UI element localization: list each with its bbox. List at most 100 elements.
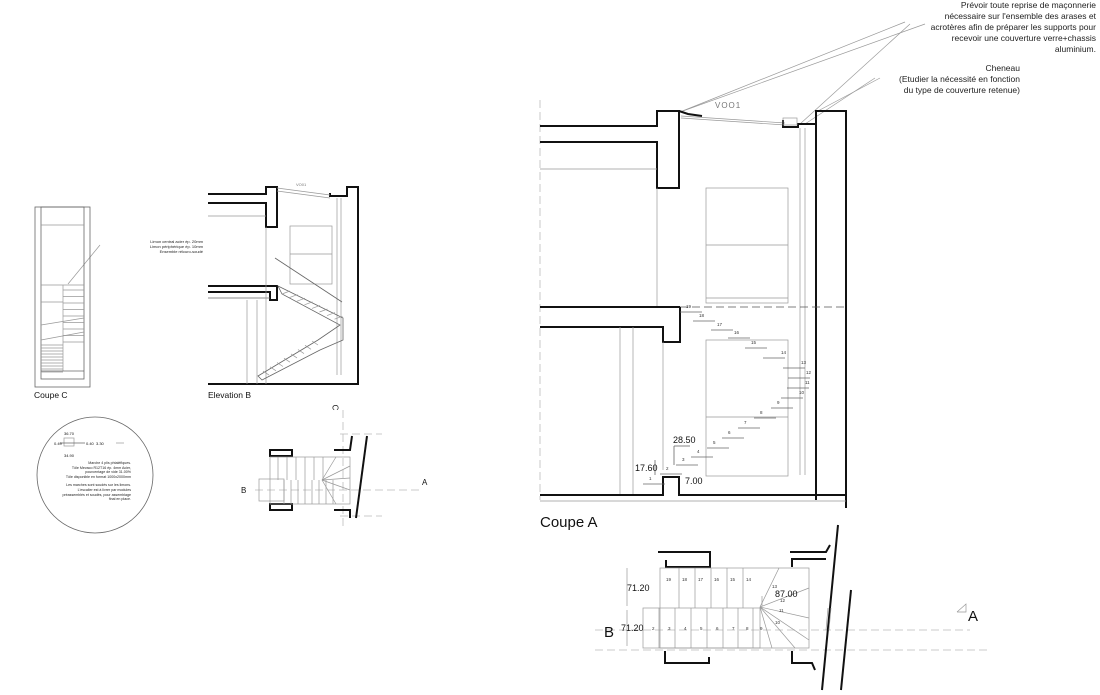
step-number: 7 [744,420,747,425]
note-line: recevoir une couverture verre+chassis [951,33,1096,43]
step-number: 19 [686,304,692,309]
note-line: préassemblés et soudés, pour assemblage [62,492,131,497]
section-mark-b-small: B [241,486,247,495]
riser-dim: 17.60 [635,463,658,473]
step-number: 11 [779,608,784,613]
section-mark-c-small: C [330,404,340,411]
step-number: 7 [732,626,735,631]
stair-tread [311,305,321,309]
step-number: 10 [799,390,805,395]
stair-tread [326,312,336,316]
note-line: Les marches sont soudés sur les limons. [66,483,131,488]
step-number: 4 [697,449,700,454]
stair-tread [334,315,343,320]
step-number: 17 [717,322,723,327]
step-number: 13 [801,360,807,365]
detail-dim-mid: 0.40 [86,441,94,446]
step-number: 12 [780,598,786,603]
coupe-c-drawing [34,206,91,388]
elevation-b-title: Elevation B [208,390,251,400]
detail-circle [36,416,154,534]
coupe-a-title: Coupe A [540,514,598,531]
note-line: Limon central acier ép. 20mm [150,239,203,244]
step-number: 6 [728,430,731,435]
step-number: 16 [714,577,720,582]
stair-tread [319,308,328,313]
stair-tread [311,340,319,346]
elevation-b-drawing [208,186,359,385]
plan-landing-dim: 87.00 [775,589,798,599]
masonry-note: Prévoir toute reprise de maçonnerie néce… [880,0,1096,55]
stair-tread [297,349,305,354]
stair-tread [304,301,313,306]
note-line: aluminium. [1054,44,1096,54]
note-line: pourcentage de vide 31.00% [85,470,131,475]
winder-line [321,465,351,481]
plan-drawing [595,524,990,691]
winder-line [321,479,351,491]
step-number: 19 [666,577,672,582]
step-number: 6 [716,626,719,631]
section-mark-a: A [968,608,979,625]
stair-tread [276,362,284,367]
small-plan-drawing [255,410,420,530]
section-mark-b: B [604,624,615,641]
note-line: Marche 4 plis phtaléfiques. [88,461,131,465]
winder-line [759,567,780,608]
note-line: acrotères afin de préparer les supports … [930,22,1096,32]
stair-tread [281,290,291,295]
note-line: Ensemble rélcuro-soudé [159,249,203,254]
note-line: du type de couverture retenue) [903,85,1020,95]
note-line: Tôle disponible en format 1000x2000mm [65,474,131,479]
step-number: 1 [649,476,652,481]
stringer-note: Limon central acier ép. 20mm Limon périp… [110,239,203,254]
step-number: 16 [734,330,740,335]
stair-tread [269,366,277,372]
section-mark-a-small: A [422,478,428,487]
step-number: 18 [682,577,688,582]
window-tag: VOO1 [715,101,742,110]
step-number: 14 [781,350,787,355]
stair-tread [262,370,270,376]
tread-dim: 28.50 [673,435,696,445]
step-number: 2 [652,626,655,631]
winder-line [759,606,796,649]
step-number: 9 [760,626,763,631]
winder-line [321,477,351,481]
plan-width-upper: 71.20 [627,583,650,593]
winder-line [321,479,337,505]
coupe-a-drawing [539,100,847,508]
step-number: 3 [682,457,685,462]
stair-tread [283,357,291,363]
stair-tread [304,345,312,350]
step-number: 5 [713,440,716,445]
step-number: 4 [684,626,687,631]
step-number: 8 [760,410,763,415]
stair-tread [296,297,306,302]
note-line: L'escalier est à livrer par modules [77,487,131,492]
stair-tread [290,353,298,359]
winder-line [759,606,810,641]
winder-line [759,606,810,619]
step-number: 15 [730,577,736,582]
detail-dim-bottom: 34.90 [64,453,75,458]
step-number: 3 [668,626,671,631]
nosing-dim: 7.00 [685,476,703,486]
note-line: Prévoir toute reprise de maçonnerie [960,0,1096,10]
step-number: 9 [777,400,780,405]
step-number: 13 [772,584,778,589]
note-line: Limon périphérique ép. 10mm [149,244,203,249]
stair-tread [289,294,298,298]
note-line: final en place. [108,497,131,502]
note-line: Cheneau [985,63,1020,73]
coupe-c-title: Coupe C [34,390,68,400]
plan-width-lower: 71.20 [621,623,644,633]
detail-note: Marche 4 plis phtaléfiques. Tôle Mevaco … [50,461,131,502]
step-number: 12 [806,370,812,375]
winder-line [321,456,337,481]
winder-line [759,587,810,608]
note-line: (Etudier la nécessité en fonction [899,74,1020,84]
detail-dim-top: 36.70 [64,431,75,436]
note-line: nécessaire sur l'ensemble des arases et [944,11,1096,21]
step-number: 18 [699,313,705,318]
